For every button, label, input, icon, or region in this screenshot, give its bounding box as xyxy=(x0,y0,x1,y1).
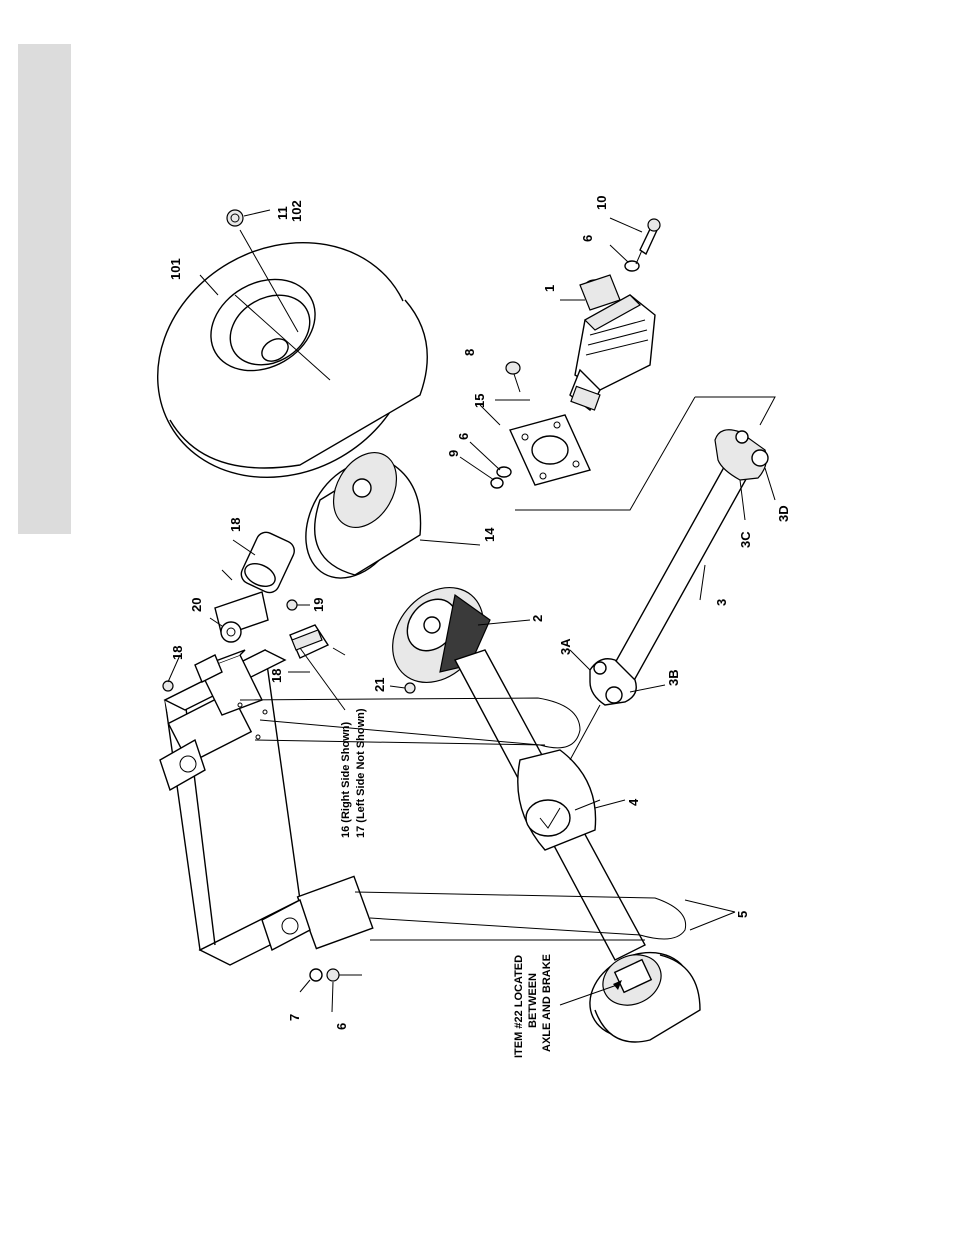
callout-18a: 18 xyxy=(228,518,243,532)
washer-6b xyxy=(491,467,511,488)
callout-6c: 6 xyxy=(334,1023,349,1030)
callout-3: 3 xyxy=(714,599,729,606)
callout-3a: 3A xyxy=(558,638,573,655)
callout-3d: 3D xyxy=(776,505,791,522)
callout-102: 102 xyxy=(289,200,304,222)
callout-15: 15 xyxy=(472,394,487,408)
callout-11: 11 xyxy=(275,206,290,220)
callout-3c: 3C xyxy=(738,531,753,548)
callout-5: 5 xyxy=(735,911,750,918)
note-item22-line1: ITEM #22 LOCATED xyxy=(513,955,525,1058)
callout-1: 1 xyxy=(542,285,557,292)
callout-18c: 18 xyxy=(269,669,284,683)
left-drum xyxy=(560,937,704,1053)
callout-6a: 6 xyxy=(580,235,595,242)
callout-19: 19 xyxy=(311,598,326,612)
note-side-16: 16 (Right Side Shown) xyxy=(340,722,352,838)
callout-3b: 3B xyxy=(666,669,681,686)
adapter-plate xyxy=(510,415,590,485)
callout-4: 4 xyxy=(626,798,641,806)
nut-21 xyxy=(405,683,415,693)
callout-7: 7 xyxy=(287,1014,302,1021)
brake-assembly xyxy=(374,569,530,700)
callout-101: 101 xyxy=(168,258,183,280)
callout-18b: 18 xyxy=(170,646,185,660)
lug-nut-11 xyxy=(227,210,270,226)
callout-20: 20 xyxy=(189,598,204,612)
note-item22-line3: AXLE AND BRAKE xyxy=(541,954,553,1052)
callout-21: 21 xyxy=(372,678,387,692)
bolt-8 xyxy=(506,362,520,392)
nut-7-washer-6 xyxy=(310,969,362,981)
callout-14: 14 xyxy=(482,527,497,542)
note-item22-line2: BETWEEN xyxy=(527,973,539,1028)
callout-9: 9 xyxy=(446,450,461,457)
callout-2: 2 xyxy=(530,615,545,622)
drive-shaft xyxy=(570,430,768,760)
callout-10: 10 xyxy=(594,196,609,210)
note-side-17: 17 (Left Side Not Shown) xyxy=(355,708,367,838)
gearbox xyxy=(570,275,655,410)
callout-8: 8 xyxy=(462,349,477,356)
callout-6b: 6 xyxy=(456,433,471,440)
